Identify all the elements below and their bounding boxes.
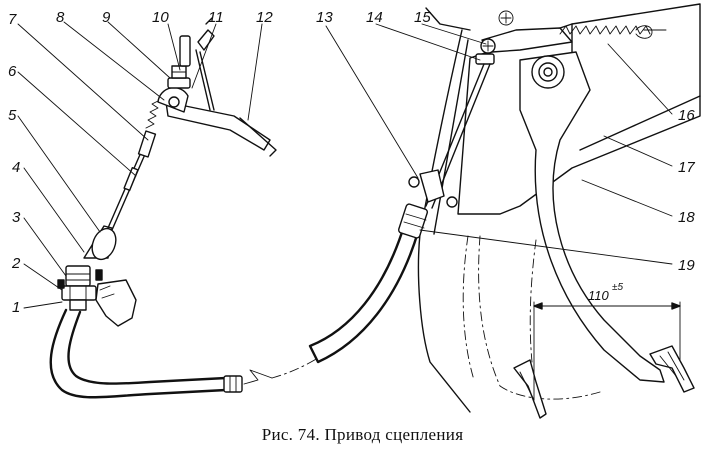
callout-17: 17 [678,159,695,176]
mounting-bracket [95,279,137,327]
callout-8: 8 [56,9,65,26]
callout-2: 2 [11,255,21,272]
adjusting-nut [65,265,91,287]
pedal-cable-sheath [308,224,420,364]
pedal-pad-released-position [513,359,547,419]
fork-pushrod [179,35,191,67]
dimension-value: 110 [588,288,609,303]
callout-4: 4 [12,159,20,176]
callout-5: 5 [8,107,17,124]
callout-labels: 1 2 3 4 5 6 7 8 9 10 11 12 13 14 15 16 1… [8,9,695,316]
callout-7: 7 [8,11,17,28]
callout-10: 10 [152,9,169,26]
callout-11: 11 [208,9,224,26]
dimension-tolerance: ±5 [612,282,623,293]
pedal-return-spring [559,25,651,35]
callout-16: 16 [678,107,695,124]
clutch-pedal-arm [519,51,665,383]
lock-nut [61,285,97,301]
clutch-fork-lever [165,101,271,151]
callout-15: 15 [414,9,431,26]
leader-lines-right [325,23,673,265]
fork-adjust-nut [167,77,191,89]
sheath-end-cap [223,375,243,393]
cable-break-mark [243,369,273,385]
callout-13: 13 [316,9,333,26]
sheath-ferrule [419,169,445,203]
left-assembly [49,17,339,399]
floor-panel-line [425,7,471,31]
callout-1: 1 [12,299,20,316]
cable-rod-tip [123,166,139,192]
cable-sheath [49,308,228,399]
callout-9: 9 [102,9,111,26]
figure-caption: Рис. 74. Привод сцепления [261,425,464,444]
right-assembly [308,3,701,419]
leader-lines-left [17,21,263,309]
callout-3: 3 [12,209,21,226]
callout-6: 6 [8,63,17,80]
callout-18: 18 [678,209,695,226]
cable-path-centerline [271,343,339,379]
callout-12: 12 [256,9,273,26]
callout-14: 14 [366,9,383,26]
return-spring [145,99,161,129]
pedal-travel-dimension: 110 ±5 [533,282,681,401]
callout-19: 19 [678,257,695,274]
